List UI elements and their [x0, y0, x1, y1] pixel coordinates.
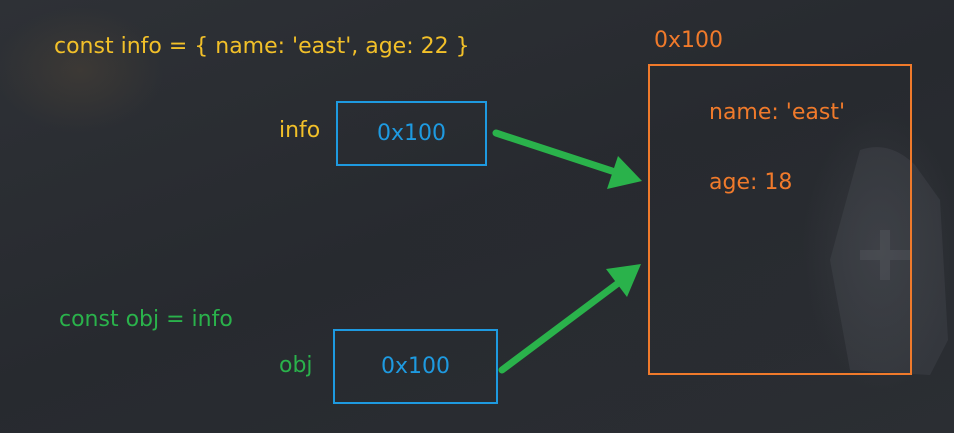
obj-reference-box: 0x100	[333, 329, 498, 404]
heap-property-name: name: 'east'	[709, 100, 845, 125]
heap-property-age: age: 18	[709, 170, 793, 195]
obj-declaration-code: const obj = info	[59, 307, 233, 332]
info-reference-value: 0x100	[376, 121, 446, 146]
background-watermark	[830, 147, 948, 375]
heap-object-address: 0x100	[654, 28, 724, 53]
info-declaration-code: const info = { name: 'east', age: 22 }	[54, 34, 470, 59]
info-variable-label: info	[279, 118, 321, 143]
heap-object-box: name: 'east' age: 18	[648, 64, 912, 375]
obj-reference-value: 0x100	[380, 354, 450, 379]
obj-variable-label: obj	[279, 353, 313, 378]
info-reference-box: 0x100	[336, 101, 487, 166]
